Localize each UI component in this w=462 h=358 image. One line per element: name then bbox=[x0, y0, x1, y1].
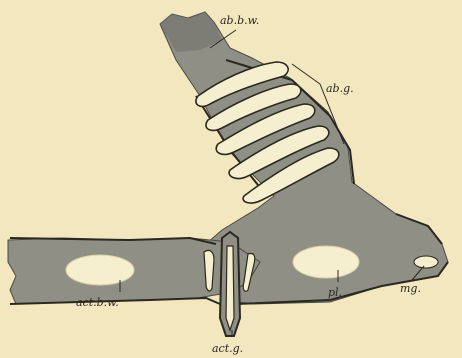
label-ab-g: ab.g. bbox=[326, 82, 354, 95]
label-ab-bw: ab.b.w. bbox=[220, 14, 259, 27]
label-mg: mg. bbox=[400, 282, 421, 295]
pl-lumen bbox=[293, 246, 359, 278]
label-act-g: act.g. bbox=[212, 342, 243, 355]
actinal-lumen bbox=[66, 255, 134, 285]
label-act-bw: act.b.w. bbox=[76, 296, 119, 309]
mg-lumen bbox=[414, 256, 438, 268]
label-pl: pl. bbox=[328, 286, 342, 299]
